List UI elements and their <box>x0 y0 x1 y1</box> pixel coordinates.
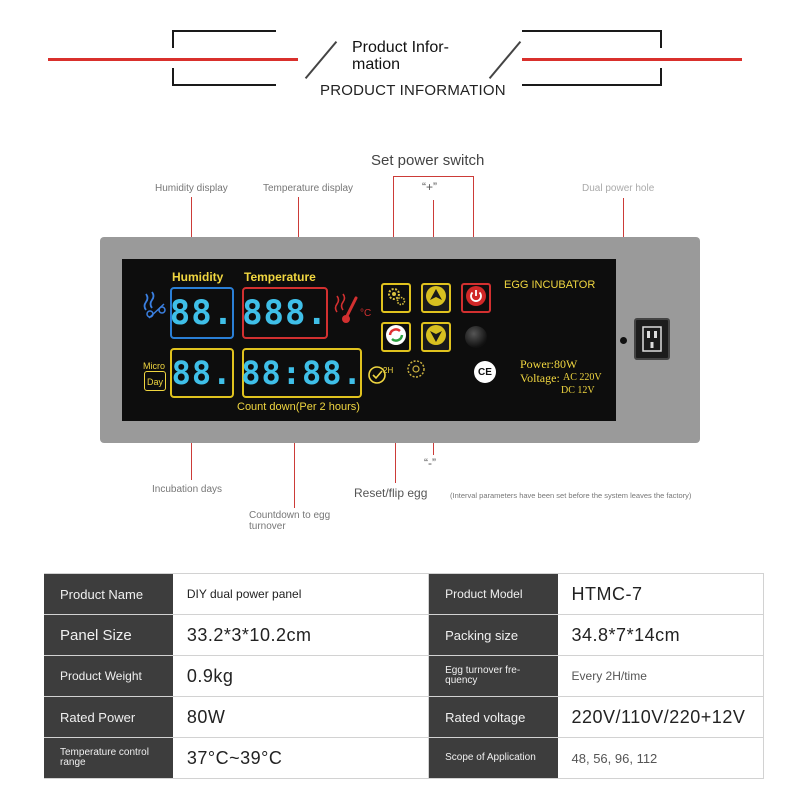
lcd-screen <box>122 259 616 421</box>
header-line-left <box>48 58 298 61</box>
spec-value: 0.9kg <box>172 655 430 697</box>
spec-key: Temperature control range <box>44 737 173 779</box>
gear-icon <box>385 285 407 312</box>
spec-value: 220V/110V/220+12V <box>557 696 764 738</box>
timer-2h-icon <box>367 364 395 386</box>
spec-key: Packing size <box>428 614 558 656</box>
timer-2h-label: 2H <box>383 366 394 375</box>
leader-days <box>191 412 192 480</box>
spec-value: 80W <box>172 696 430 738</box>
header-line-right <box>522 58 742 61</box>
temperature-display: 888. <box>242 287 328 339</box>
day-badge: Day <box>144 371 167 391</box>
table-row: Product Name DIY dual power panel Produc… <box>44 573 764 615</box>
voltage-ac-spec: AC 220V <box>563 372 602 383</box>
spec-key: Scope of Application <box>428 737 558 779</box>
countdown-label: Count down(Per 2 hours) <box>237 401 360 413</box>
callout-incubation-days: Incubation days <box>152 484 223 495</box>
temperature-label: Temperature <box>244 270 316 284</box>
set-button[interactable] <box>381 283 411 313</box>
power-icon <box>465 285 487 312</box>
callout-dual-power-hole: Dual power hole <box>582 183 655 194</box>
leader-power-right <box>473 176 474 269</box>
callout-temperature-display: Temperature display <box>263 183 354 194</box>
spec-value: 33.2*3*10.2cm <box>172 614 430 656</box>
thermometer-icon <box>334 292 374 326</box>
egg-incubator-label: EGG INCUBATOR <box>504 279 596 291</box>
humidity-label: Humidity <box>172 270 224 284</box>
callout-minus: “-” <box>424 456 436 470</box>
callout-interval-note: (Interval parameters have been set befor… <box>450 491 692 500</box>
table-row: Panel Size 33.2*3*10.2cm Packing size 34… <box>44 614 764 656</box>
callout-set-power-switch: Set power switch <box>371 152 485 169</box>
spec-value: Every 2H/time <box>557 655 764 697</box>
spec-key: Rated Power <box>44 696 173 738</box>
leader-plus <box>433 200 434 269</box>
power-spec: Power:80W <box>520 357 578 371</box>
ce-mark-text: CE <box>478 366 492 378</box>
spec-key: Product Name <box>44 573 173 615</box>
leader-power-top <box>393 176 474 177</box>
humidity-display: 88. <box>170 287 234 339</box>
spec-key: Product Weight <box>44 655 173 697</box>
power-hole-dot <box>620 337 627 344</box>
leader-power-left <box>393 176 394 269</box>
flip-egg-icon <box>385 324 407 351</box>
leader-countdown <box>294 418 295 508</box>
callout-humidity-display: Humidity display <box>155 183 228 194</box>
spec-key: Rated voltage <box>428 696 558 738</box>
small-gear-icon <box>405 358 427 385</box>
temperature-digits: 888. <box>242 293 328 333</box>
table-row: Product Weight 0.9kg Egg turnover fre- q… <box>44 655 764 697</box>
voltage-dc-spec: DC 12V <box>561 385 595 396</box>
dual-power-socket[interactable] <box>634 318 670 360</box>
table-row: Temperature control range 37°C~39°C Scop… <box>44 737 764 779</box>
spec-value: DIY dual power panel <box>172 573 430 615</box>
callout-reset-flip: Reset/flip egg <box>354 486 428 500</box>
countdown-digits: 88:88. <box>241 354 363 392</box>
celsius-unit: °C <box>360 308 372 319</box>
countdown-display: 88:88. <box>241 348 363 398</box>
reset-flip-button[interactable] <box>381 322 411 352</box>
spec-value: 37°C~39°C <box>172 737 430 779</box>
spec-value: HTMC-7 <box>557 573 764 615</box>
spec-value: 34.8*7*14cm <box>557 614 764 656</box>
micro-label: Micro <box>143 361 165 371</box>
spec-table: Product Name DIY dual power panel Produc… <box>44 573 764 779</box>
days-digits: 88. <box>171 354 233 392</box>
humidity-icon <box>142 290 168 320</box>
spec-key: Panel Size <box>44 614 173 656</box>
incubation-days-display: 88. <box>170 348 234 398</box>
spec-key: Product Model <box>428 573 558 615</box>
callout-plus: “+” <box>422 180 437 194</box>
spec-key: Egg turnover fre- quency <box>428 655 558 697</box>
plus-button[interactable] <box>421 283 451 313</box>
ce-mark-icon: CE <box>474 361 496 383</box>
arrow-up-icon <box>425 285 447 312</box>
spec-value: 48, 56, 96, 112 <box>557 737 764 779</box>
minus-button[interactable] <box>421 322 451 352</box>
page-subtitle: PRODUCT INFORMATION <box>320 82 506 99</box>
voltage-spec-label: Voltage: <box>520 371 560 385</box>
callout-countdown: Countdown to egg turnover <box>249 510 331 532</box>
arrow-down-icon <box>425 324 447 351</box>
humidity-digits: 88. <box>169 293 235 333</box>
day-label: Day <box>147 377 164 387</box>
indicator-led <box>465 326 487 348</box>
table-row: Rated Power 80W Rated voltage 220V/110V/… <box>44 696 764 738</box>
power-button[interactable] <box>461 283 491 313</box>
page-title: Product Infor- mation <box>352 39 449 73</box>
